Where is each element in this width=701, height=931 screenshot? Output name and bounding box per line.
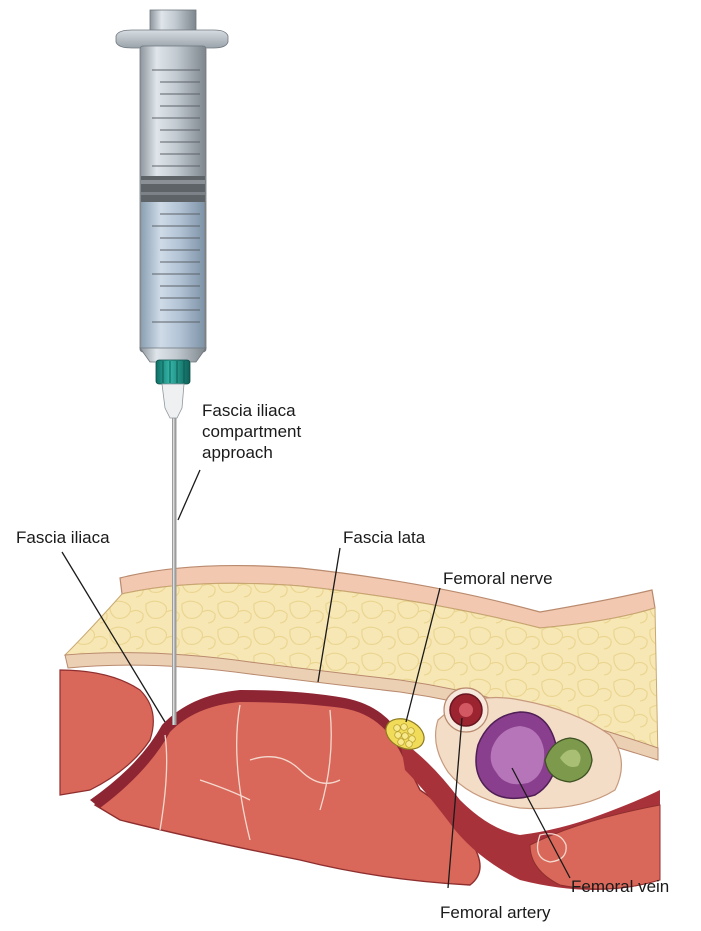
tissue-cross-section: [60, 566, 660, 890]
femoral-artery-vessel: [444, 688, 488, 732]
label-approach-line1: Fascia iliaca: [202, 400, 352, 421]
label-femoral-artery: Femoral artery: [440, 902, 551, 923]
label-femoral-nerve: Femoral nerve: [443, 568, 553, 589]
label-approach-line3: approach: [202, 442, 352, 463]
label-fascia-iliaca-compartment-approach: Fascia iliaca compartment approach: [202, 400, 352, 463]
needle: [172, 415, 177, 725]
label-fascia-iliaca: Fascia iliaca: [16, 527, 110, 548]
label-femoral-vein: Femoral vein: [571, 876, 669, 897]
label-fascia-lata: Fascia lata: [343, 527, 425, 548]
syringe-icon: [116, 10, 228, 418]
leader-approach: [178, 470, 200, 520]
label-approach-line2: compartment: [202, 421, 352, 442]
